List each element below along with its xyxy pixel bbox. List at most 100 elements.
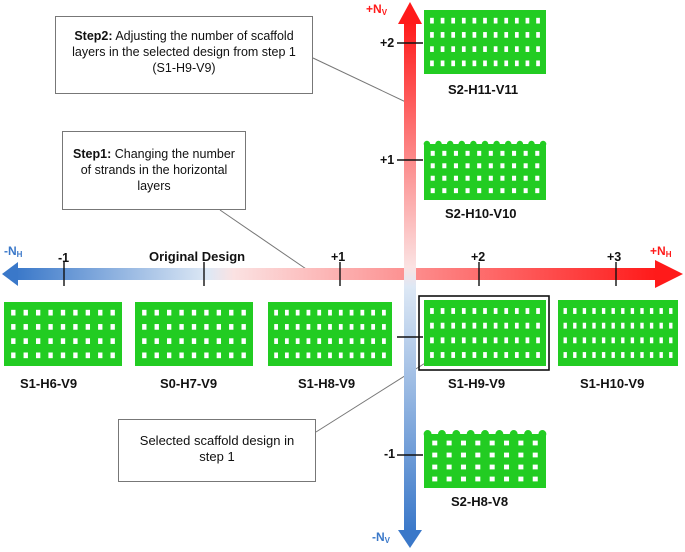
scaffold-pore [73, 309, 78, 316]
scaffold-pore [360, 324, 365, 330]
scaffold-pore [274, 309, 278, 316]
scaffold-pore [563, 322, 567, 329]
scaffold-pore [640, 337, 644, 344]
scaffold-pore [48, 309, 53, 316]
scaffold-pore [430, 17, 434, 24]
scaffold-pore [532, 464, 538, 470]
scaffold-pore [536, 32, 540, 38]
scaffold-pore [430, 337, 434, 344]
scaffold-pore [179, 338, 184, 344]
scaffold-pore [453, 150, 458, 156]
scaffold-pore [430, 308, 434, 314]
scaffold-pore [525, 337, 530, 344]
scaffold-pore [11, 324, 16, 330]
v-tick-label: -1 [384, 447, 396, 461]
scaffold-pore [451, 32, 456, 38]
neg-nv-arrowhead [398, 530, 422, 548]
scaffold-pore [229, 324, 234, 330]
scaffold-pore [453, 163, 458, 169]
scaffold-pore [451, 60, 456, 67]
scaffold-pore [582, 322, 587, 329]
scaffold-pore [154, 309, 159, 316]
scaffold-s1-h9-v9 [424, 300, 546, 366]
scaffold-strand-end [446, 140, 454, 148]
scaffold-pore [475, 452, 481, 458]
scaffold-pore [430, 188, 435, 194]
scaffold-pore [536, 337, 540, 344]
scaffold-pore [477, 163, 482, 169]
scaffold-strand-end [481, 140, 489, 148]
scaffold-pore [430, 46, 434, 52]
scaffold-pore [274, 324, 278, 330]
scaffold-pore [536, 17, 540, 24]
scaffold-pore [432, 440, 438, 446]
scaffold-pore [11, 309, 16, 316]
scaffold-pore [514, 60, 519, 67]
v-tick-label: +1 [380, 153, 395, 167]
scaffold-pore [166, 338, 172, 344]
scaffold-pore [460, 476, 466, 482]
scaffold-pore [241, 324, 246, 330]
scaffold-pore [500, 163, 505, 169]
scaffold-pore [669, 322, 673, 329]
scaffold-pore [504, 46, 509, 52]
scaffold-pore [532, 452, 538, 458]
scaffold-strand-end [516, 140, 524, 148]
scaffold-pore [659, 352, 663, 358]
scaffold-strand-end [466, 430, 475, 438]
scaffold-pore [621, 322, 625, 329]
scaffold-pore [453, 188, 458, 194]
scaffold-pore [451, 337, 456, 344]
scaffold-s0-h7-v9 [135, 302, 253, 366]
scaffold-pore [204, 352, 209, 359]
step1-leader [219, 209, 313, 274]
scaffold-pore [573, 322, 577, 329]
scaffold-pore [563, 337, 567, 344]
scaffold-strand-end [538, 430, 547, 438]
scaffold-pore [461, 32, 466, 38]
scaffold-pore [110, 324, 115, 330]
scaffold-pore [23, 352, 28, 359]
selected-callout: Selected scaffold design in step 1 [118, 419, 316, 482]
scaffold-pore [504, 337, 509, 344]
scaffold-pore [483, 60, 487, 67]
scaffold-pore [465, 163, 470, 169]
scaffold-pore [23, 324, 28, 330]
scaffold-pore [241, 338, 246, 344]
scaffold-strand-end [524, 430, 533, 438]
scaffold-pore [328, 309, 332, 316]
neg-nh-arrowhead [2, 262, 18, 286]
selected-design-frame [418, 295, 550, 371]
h-tick-label: +2 [471, 250, 486, 264]
scaffold-pore [465, 150, 470, 156]
scaffold-pore [536, 322, 540, 329]
scaffold-pore [477, 188, 482, 194]
scaffold-pore [525, 17, 530, 24]
scaffold-pore [284, 324, 289, 330]
scaffold-pore [284, 309, 289, 316]
scaffold-pore [166, 309, 172, 316]
scaffold-pore [191, 309, 197, 316]
scaffold-pore [48, 324, 53, 330]
scaffold-pore [525, 46, 530, 52]
scaffold-pore [338, 352, 343, 359]
scaffold-pore [451, 308, 456, 314]
scaffold-pore [523, 150, 528, 156]
scaffold-pore [451, 46, 456, 52]
scaffold-pore [23, 309, 28, 316]
scaffold-pore [514, 46, 519, 52]
scaffold-pore [472, 352, 477, 358]
scaffold-pore [317, 338, 322, 344]
scaffold-pore [518, 464, 524, 470]
scaffold-pore [535, 188, 540, 194]
scaffold-s2-h11-v11 [424, 10, 546, 74]
scaffold-strand-end [481, 430, 489, 438]
scaffold-pore [535, 163, 540, 169]
scaffold-pore [536, 60, 540, 67]
scaffold-pore [110, 338, 115, 344]
scaffold-pore [465, 175, 470, 181]
scaffold-pore [451, 352, 456, 358]
scaffold-pore [440, 352, 445, 358]
scaffold-pore [295, 338, 300, 344]
